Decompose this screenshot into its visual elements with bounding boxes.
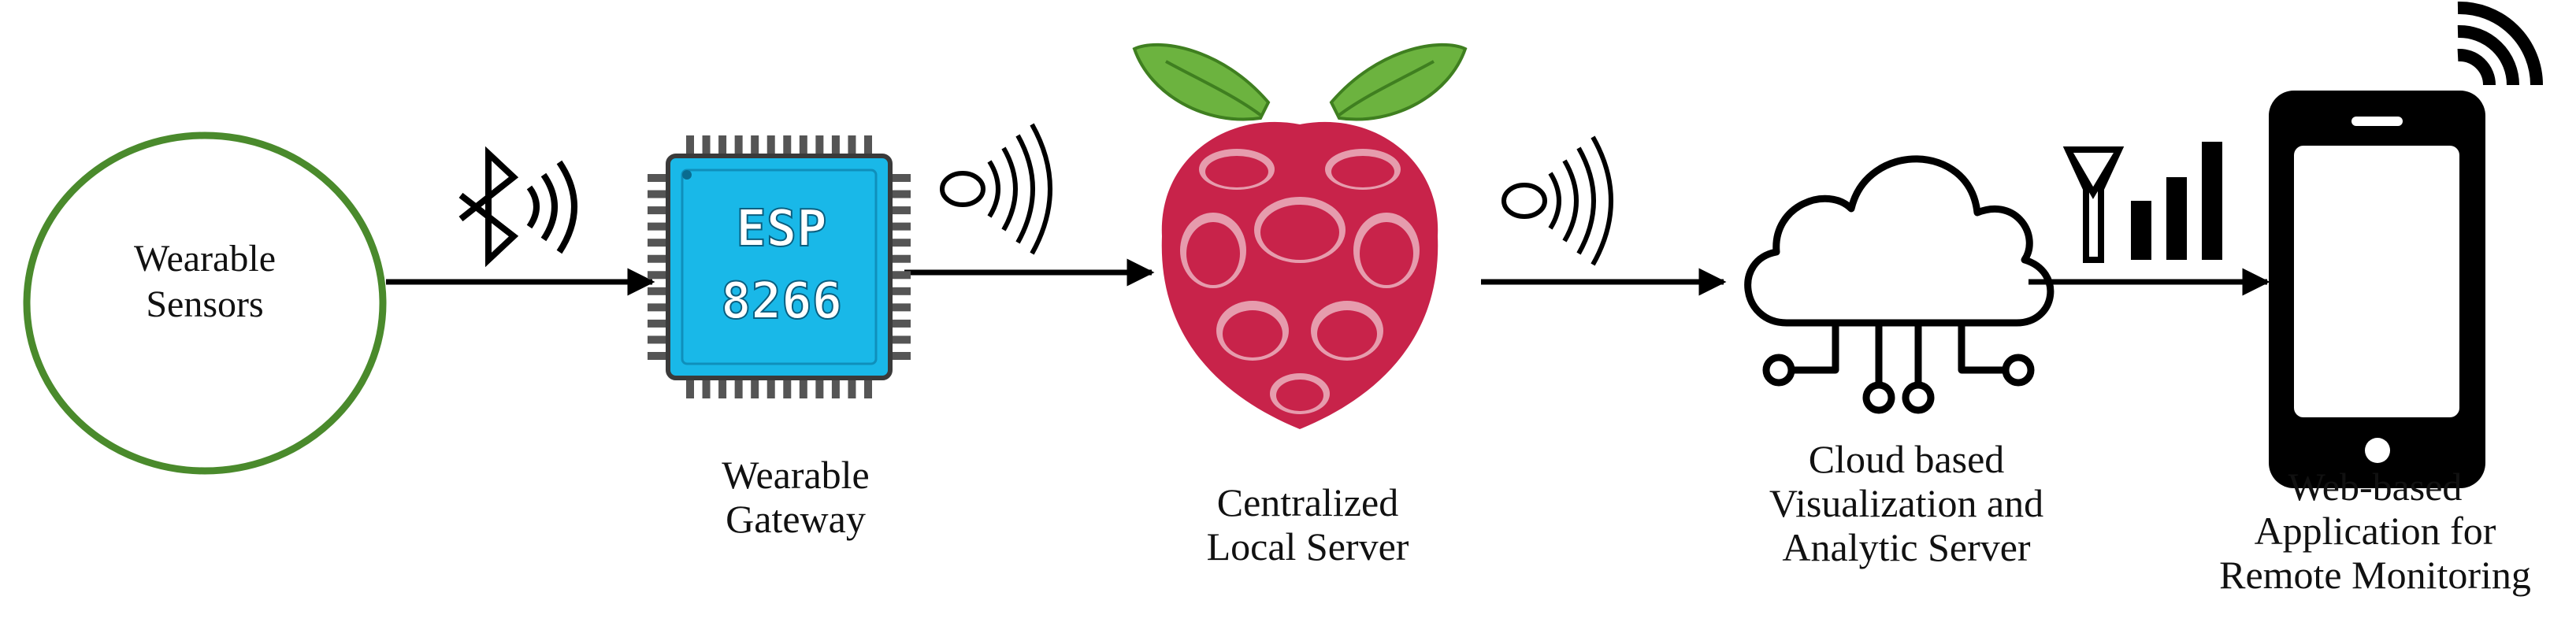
chip-pin — [702, 378, 711, 398]
sensors-node — [23, 131, 387, 475]
chip-pin — [751, 135, 759, 156]
chip-label-line1: ESP — [736, 200, 827, 258]
chip-pin — [890, 319, 911, 328]
web-app-label: Web-based Application for Remote Monitor… — [2219, 465, 2531, 597]
chip-pin — [648, 271, 668, 280]
chip-pin — [799, 378, 807, 398]
cloud-server-label: Cloud based Visualization and Analytic S… — [1769, 437, 2044, 569]
smartphone-icon — [2269, 1, 2543, 488]
local-server-label: Centralized Local Server — [1206, 480, 1409, 569]
chip-pin — [766, 135, 775, 156]
raspberry-icon — [1132, 43, 1468, 430]
chip-pin — [686, 135, 694, 156]
chip-pin — [799, 135, 807, 156]
chip-label-line2: 8266 — [721, 272, 842, 331]
chip-pin — [890, 190, 911, 198]
chip-pin — [648, 352, 668, 360]
chip-pin — [783, 135, 792, 156]
chip-pin — [815, 135, 824, 156]
chip-pin — [648, 254, 668, 263]
chip-pin — [734, 135, 743, 156]
chip-pin — [702, 135, 711, 156]
chip-pin — [648, 335, 668, 344]
chip-pin — [648, 190, 668, 198]
chip-pin — [890, 239, 911, 247]
chip-pin — [766, 378, 775, 398]
chip-pin — [783, 378, 792, 398]
chip-pin — [648, 303, 668, 312]
chip-pin — [751, 378, 759, 398]
chip-pin — [718, 135, 727, 156]
chip-pin — [890, 335, 911, 344]
chip-pin — [890, 287, 911, 295]
cloud-circuit-icon — [1744, 155, 2054, 414]
chip-pin — [890, 254, 911, 263]
chip-pin — [864, 135, 872, 156]
chip-pin — [815, 378, 824, 398]
cellular-signal-icon — [2062, 142, 2222, 263]
wireless-waves-icon — [1501, 135, 1613, 266]
chip-pin — [648, 287, 668, 295]
chip-pin — [890, 271, 911, 280]
chip-pin — [848, 378, 856, 398]
esp8266-chip-icon: ESP 8266 — [648, 135, 911, 398]
chip-pin — [864, 378, 872, 398]
wireless-waves-icon — [940, 123, 1052, 255]
chip-pin — [648, 222, 668, 231]
chip-pin — [686, 378, 694, 398]
chip-pin — [648, 174, 668, 182]
chip-pin — [890, 206, 911, 215]
bluetooth-icon — [458, 146, 577, 268]
chip-pin — [734, 378, 743, 398]
chip-pin — [718, 378, 727, 398]
chip-pin — [831, 378, 840, 398]
chip-pin — [890, 222, 911, 231]
chip-pin — [648, 206, 668, 215]
chip-pin — [890, 352, 911, 360]
chip-pin — [890, 174, 911, 182]
gateway-label: Wearable Gateway — [722, 453, 870, 541]
chip-pin — [648, 239, 668, 247]
chip-pin — [648, 319, 668, 328]
sensors-label: Wearable Sensors — [134, 238, 276, 325]
chip-pin — [890, 303, 911, 312]
chip-pin — [848, 135, 856, 156]
chip-pin — [831, 135, 840, 156]
